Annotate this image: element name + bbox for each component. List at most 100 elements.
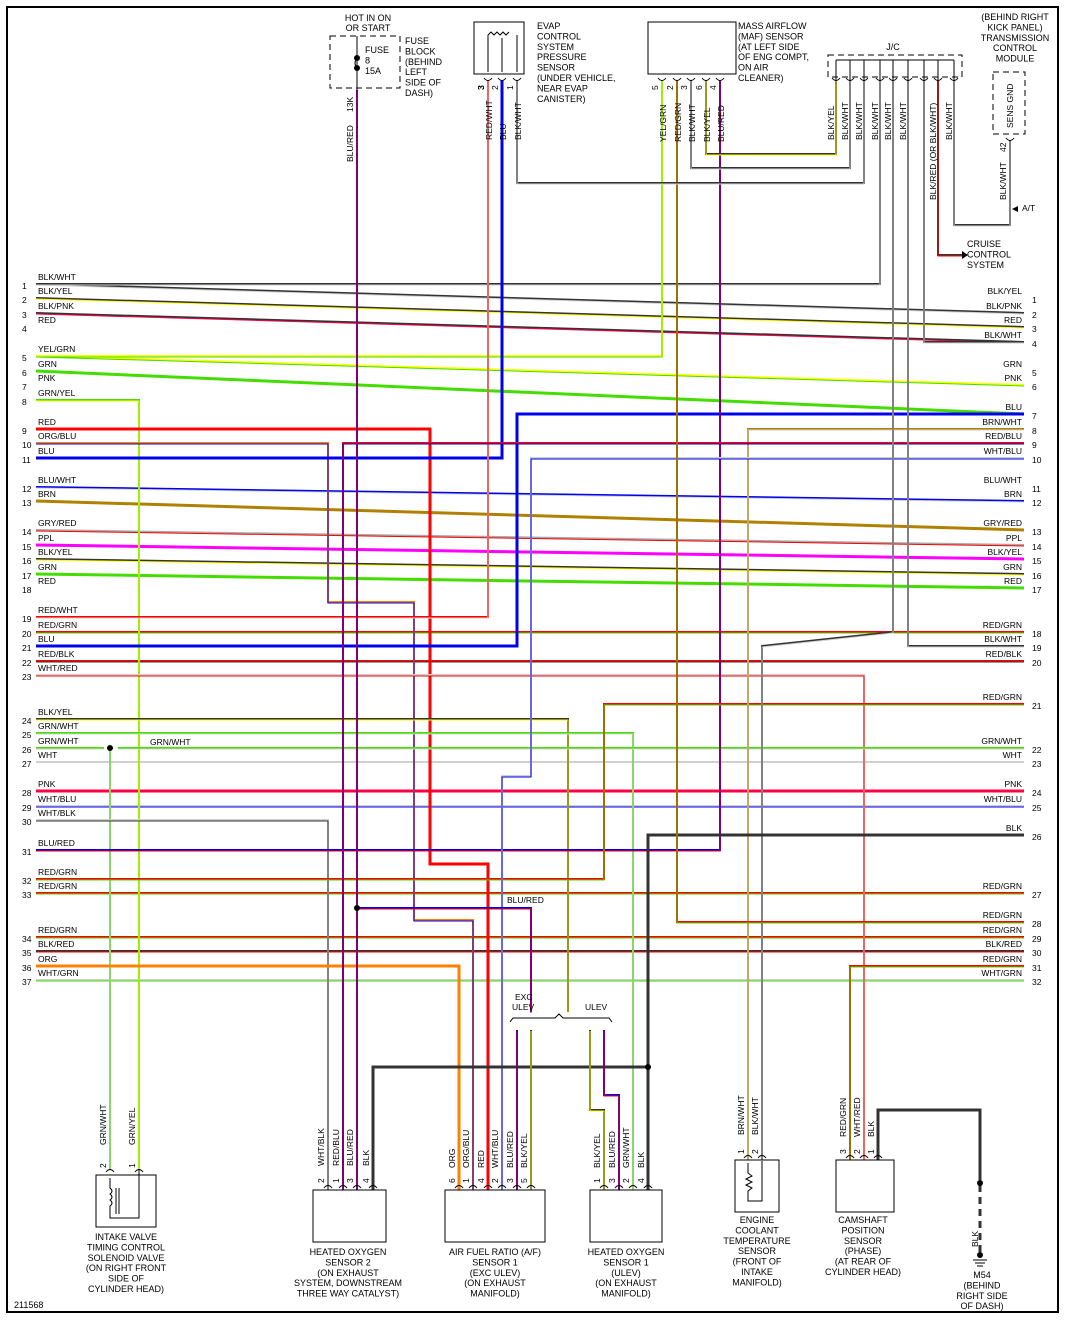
pin-number: 2 [98, 1163, 108, 1168]
pin-number: 1 [331, 1178, 341, 1183]
pin-number: 2 [316, 1178, 326, 1183]
pin-terminal [483, 77, 493, 81]
harness-wire [937, 80, 962, 257]
left-wire-label: GRN/YEL [38, 388, 76, 398]
wire-stripe [36, 81, 721, 852]
pin-terminal [338, 1185, 348, 1189]
cruise-caption: SYSTEM [967, 260, 1004, 270]
splice-label: GRN/WHT [150, 737, 191, 747]
wire-stripe [35, 298, 1025, 329]
left-wire-number: 21 [22, 643, 32, 653]
left-wire-label: BLU/RED [38, 838, 75, 848]
pin-wire-label: BLU/RED [716, 105, 726, 142]
harness-wire [36, 732, 634, 1191]
right-wire-label: BLU/WHT [984, 475, 1022, 485]
af-sensor-caption: AIR FUEL RATIO (A/F) [449, 1247, 541, 1257]
cmp-caption: CAMSHAFT [838, 1215, 888, 1225]
fuse-header: HOT IN ON [345, 13, 391, 23]
wire-stripe [603, 1031, 620, 1191]
left-wire-number: 29 [22, 803, 32, 813]
maf-caption: (MAF) SENSOR [738, 31, 804, 41]
pin-wire-label: BLK [361, 1150, 371, 1166]
wire-stripe [953, 81, 1011, 227]
wire-base [357, 907, 532, 1012]
tcm-caption: TRANSMISSION [981, 33, 1050, 43]
harness-wire [36, 399, 140, 1171]
left-wire-label: GRY/RED [38, 518, 77, 528]
harness-wire [923, 80, 1024, 344]
right-wire-label: WHT [1003, 750, 1022, 760]
right-wire-label: RED/GRN [983, 692, 1022, 702]
right-wire-number: 12 [1032, 498, 1042, 508]
wire-base [36, 819, 329, 1190]
left-wire-label: RED [38, 417, 56, 427]
cruise-caption: CRUISE [967, 239, 1001, 249]
wire-stripe [36, 81, 663, 358]
pin-terminal [526, 1185, 536, 1189]
left-wire-label: PPL [38, 533, 54, 543]
left-wire-number: 12 [22, 484, 32, 494]
thermistor-icon [744, 1161, 763, 1202]
wire-stripe [36, 820, 329, 1191]
harness-wire [357, 907, 532, 1013]
wire-stripe [705, 81, 837, 156]
pin-wire-label: BLK/YEL [519, 1133, 529, 1168]
left-wire-number: 7 [22, 382, 27, 392]
ect-caption: MANIFOLD) [732, 1277, 782, 1287]
pin-wire-label: BRN/WHT [736, 1095, 746, 1135]
left-wire-label: GRN/WHT [38, 721, 79, 731]
pin-number: 3 [476, 85, 486, 90]
left-wire-label: PNK [38, 373, 56, 383]
wire-stripe [35, 313, 1025, 344]
left-wire-label: WHT [38, 750, 57, 760]
evap-sensor-box [473, 21, 525, 75]
right-wire-number: 3 [1032, 324, 1037, 334]
fuse-inner-label: 8 [365, 55, 370, 65]
right-wire-number: 31 [1032, 963, 1042, 973]
left-wire-label: PNK [38, 779, 56, 789]
jc-wire-label: BLK/WHT [898, 102, 908, 140]
harness-wire [589, 1030, 605, 1191]
left-wire-label: BLK/WHT [38, 272, 76, 282]
harness-wire [342, 442, 1024, 1191]
pin-number: 3 [476, 85, 486, 90]
maf-caption: MASS AIRFLOW [738, 21, 807, 31]
pin-number: 1 [736, 1149, 746, 1154]
pin-terminal [643, 1185, 653, 1189]
pin-number: 5 [519, 1178, 529, 1183]
harness-wire [36, 718, 569, 1013]
jc-wire-label: BLK/WHT [883, 102, 893, 140]
ho2s2-caption: (ON EXHAUST [317, 1268, 379, 1278]
selector-brace [509, 1013, 613, 1023]
left-wire-number: 19 [22, 614, 32, 624]
fuse-inner-label: FUSE [365, 45, 389, 55]
wire-stripe [342, 443, 1024, 1191]
wire-stripe [36, 81, 881, 286]
left-wire-number: 35 [22, 948, 32, 958]
pin-number: 2 [750, 1149, 760, 1154]
evap-caption: SYSTEM [537, 42, 574, 52]
ground-icon [973, 1259, 987, 1267]
pin-terminal [875, 77, 885, 81]
ground-caption: RIGHT SIDE [956, 1291, 1007, 1301]
right-wire-label: GRN/WHT [981, 736, 1022, 746]
splice-dot [354, 905, 360, 911]
maf-caption: ON AIR [738, 63, 769, 73]
pin-wire-label: BLU [498, 123, 508, 140]
right-wire-label: BLK/YEL [988, 547, 1023, 557]
cruise-caption: CONTROL [967, 249, 1011, 259]
pin-wire-label: BLK/WHT [750, 1097, 760, 1135]
solenoid-coil-icon [109, 1170, 140, 1219]
wire-base [747, 428, 1024, 1160]
ho2s2-caption: THREE WAY CATALYST) [297, 1289, 399, 1299]
left-wire-label: WHT/BLK [38, 808, 76, 818]
af-sensor-caption: MANIFOLD) [470, 1289, 520, 1299]
pin-number: 2 [490, 1178, 500, 1183]
left-wire-label: RED [38, 576, 56, 586]
left-wire-number: 4 [22, 324, 27, 334]
ho2s1-box [589, 1189, 663, 1243]
fuse-block-caption: FUSE [405, 36, 429, 46]
pin-number: 4 [361, 1178, 371, 1183]
pin-number: 4 [708, 85, 718, 90]
harness-wire [676, 80, 1024, 924]
